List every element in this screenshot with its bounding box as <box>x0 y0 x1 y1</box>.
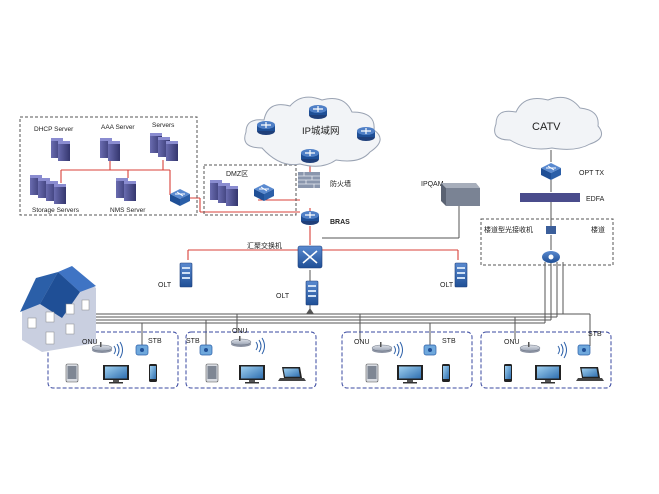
stb-label: STB <box>148 338 162 345</box>
stb-icon <box>199 344 213 356</box>
home-group-box-3 <box>341 331 473 389</box>
stb-icon <box>135 344 149 356</box>
aggregation-switch-label: 汇聚交换机 <box>247 241 282 250</box>
optical-receiver-icon <box>546 226 556 234</box>
dmz-server-icon <box>226 186 238 206</box>
ip-metro-cloud: IP城域网 <box>244 96 381 167</box>
catv-cloud-label: CATV <box>532 121 561 133</box>
dhcp-server-label: DHCP Server <box>34 126 74 133</box>
nms-server-icon <box>124 181 136 201</box>
home-group-box-1 <box>47 331 179 389</box>
bras-label: BRAS <box>330 219 350 226</box>
firewall-icon <box>298 172 320 188</box>
laptop-icon <box>576 367 604 381</box>
catv-cloud: CATV <box>494 96 603 150</box>
router-icon <box>356 126 376 142</box>
dhcp-server-icon <box>58 141 70 161</box>
edfa-label: EDFA <box>586 196 605 203</box>
tablet-icon <box>365 363 379 383</box>
edfa-icon <box>520 193 580 202</box>
dashed-zones <box>19 116 614 389</box>
connection-lines <box>49 150 591 346</box>
home-group-2: STB ONU <box>186 328 306 384</box>
onu-label: ONU <box>82 339 98 346</box>
router-icon <box>300 148 320 164</box>
servers-label: Servers <box>152 122 175 129</box>
optical-node-icon <box>542 251 560 263</box>
ipqam-icon <box>441 183 480 206</box>
home-group-3: ONU STB <box>354 338 456 384</box>
wifi-signal-icon <box>557 341 567 359</box>
home-group-4: ONU STB <box>504 331 604 384</box>
phone-icon <box>504 364 512 382</box>
olt-right-label: OLT <box>440 282 454 289</box>
wifi-signal-icon <box>113 341 123 359</box>
stb-icon <box>577 344 591 356</box>
phone-icon <box>442 364 450 382</box>
home-group-1: ONU STB <box>65 338 162 384</box>
tablet-icon <box>65 363 79 383</box>
aggregation-switch-icon <box>297 245 323 269</box>
router-icon <box>256 120 276 136</box>
opt-tx-icon <box>540 162 562 181</box>
server-zone: DHCP Server AAA Server Servers Storage S… <box>30 122 191 214</box>
onu-icon <box>519 341 541 354</box>
catv-side: IPQAM OPT TX EDFA 楼道型光接收机 楼道 <box>421 162 605 263</box>
opt-tx-label: OPT TX <box>579 170 604 177</box>
desktop-pc-icon <box>535 365 561 384</box>
onu-label: ONU <box>232 328 248 335</box>
onu-label: ONU <box>504 339 520 346</box>
desktop-pc-icon <box>239 365 265 384</box>
aaa-server-label: AAA Server <box>101 124 135 131</box>
phone-icon <box>149 364 157 382</box>
wifi-signal-icon <box>393 341 403 359</box>
router-icon <box>308 104 328 120</box>
dmz-label: DMZ区 <box>226 170 248 178</box>
dmz-zone-box <box>203 164 297 216</box>
storage-server-icon <box>54 184 66 204</box>
desktop-pc-icon <box>397 365 423 384</box>
storage-servers-label: Storage Servers <box>32 207 80 214</box>
home-group-box-4 <box>480 331 612 389</box>
server-zone-box <box>19 116 198 216</box>
olt-left-label: OLT <box>158 282 172 289</box>
corridor-label: 楼道 <box>591 225 605 234</box>
ipqam-label: IPQAM <box>421 181 444 188</box>
wifi-signal-icon <box>255 337 265 355</box>
nms-server-label: NMS Server <box>110 207 146 214</box>
dmz-switch-icon <box>253 183 275 202</box>
server-zone-switch-icon <box>169 188 191 207</box>
aaa-server-icon <box>108 141 120 161</box>
desktop-pc-icon <box>103 365 129 384</box>
olt-right-icon <box>454 262 468 288</box>
building-icon <box>20 266 96 352</box>
onu-label: ONU <box>354 339 370 346</box>
laptop-icon <box>278 367 306 381</box>
servers-icon <box>166 141 178 161</box>
stb-label: STB <box>442 338 456 345</box>
firewall-label: 防火墙 <box>330 179 351 188</box>
onu-icon <box>371 341 393 354</box>
stb-icon <box>423 344 437 356</box>
onu-icon <box>230 335 252 348</box>
splitter-icon <box>306 308 314 314</box>
corridor-zone-box <box>480 218 614 266</box>
core-network: DMZ区 防火墙 BRAS 汇聚交换机 OLT OLT OLT <box>158 170 468 314</box>
home-group-box-2 <box>185 331 317 389</box>
tablet-icon <box>205 363 219 383</box>
ip-cloud-label: IP城域网 <box>302 125 339 137</box>
building-receiver-label: 楼道型光接收机 <box>484 225 533 234</box>
olt-left-icon <box>179 262 193 288</box>
stb-label: STB <box>588 331 602 338</box>
olt-center-label: OLT <box>276 293 290 300</box>
stb-label: STB <box>186 338 200 345</box>
olt-center-icon <box>305 280 319 306</box>
bras-router-icon <box>300 210 320 226</box>
